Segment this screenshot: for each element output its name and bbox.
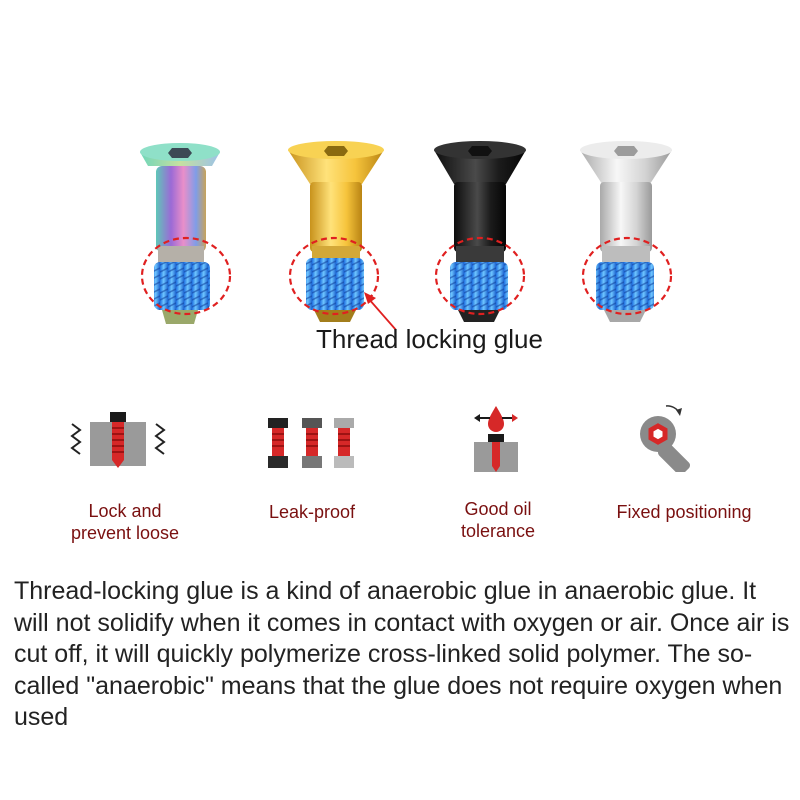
bolt-black (434, 141, 526, 322)
description-paragraph: Thread-locking glue is a kind of anaerob… (14, 577, 790, 731)
leak-proof-bolts-icon (268, 418, 354, 468)
feature-leak-proof-label: Leak-proof (250, 501, 374, 523)
highlight-circle-2 (288, 236, 380, 316)
bolt-silver (580, 141, 672, 322)
wrench-hex-nut-icon (640, 405, 691, 472)
feature-lock-label: Lock and prevent loose (60, 500, 190, 544)
oil-drop-bolt-icon (474, 406, 518, 472)
lock-bolt-vibration-icon (70, 412, 166, 468)
highlight-circle-1 (140, 236, 232, 316)
feature-oil-line1: Good oil (464, 499, 532, 519)
glue-highlight-circles (140, 236, 673, 316)
arrow-icon (364, 292, 397, 331)
feature-oil-label: Good oil tolerance (440, 498, 556, 542)
bolt-rainbow (140, 143, 220, 324)
bolts-illustration (140, 141, 673, 331)
feature-lock-line1: Lock and (88, 501, 162, 521)
feature-oil-line2: tolerance (460, 521, 536, 541)
highlight-circle-4 (581, 236, 673, 316)
feature-positioning-label: Fixed positioning (604, 501, 764, 523)
feature-positioning-line1: Fixed positioning (616, 502, 752, 522)
highlight-circle-3 (434, 236, 526, 316)
feature-leak-proof-line1: Leak-proof (268, 502, 356, 522)
feature-lock-line2: prevent loose (70, 523, 180, 543)
thread-locking-glue-caption: Thread locking glue (316, 324, 543, 354)
bolt-gold (288, 141, 384, 322)
